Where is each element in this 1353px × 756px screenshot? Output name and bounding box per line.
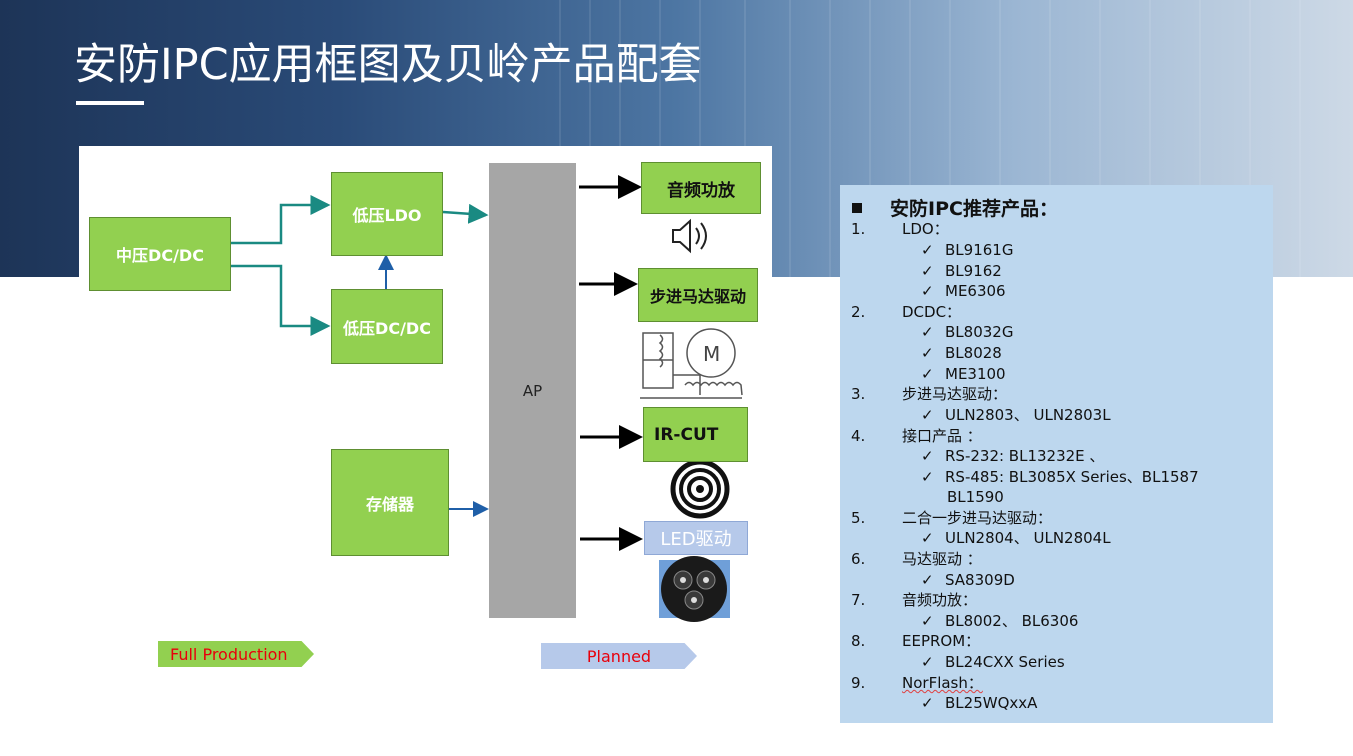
panel-heading-text: 安防IPC推荐产品： (890, 198, 1058, 220)
check-icon: ✓ (921, 612, 934, 630)
motor-schematic-icon (640, 328, 743, 399)
check-icon: ✓ (921, 447, 934, 465)
category-number: 5. (851, 509, 866, 527)
product-item: BL8028 (945, 344, 1002, 362)
category-name: 二合一步进马达驱动： (902, 509, 1053, 527)
product-item: ULN2804、 ULN2804L (945, 529, 1111, 547)
category-number: 2. (851, 303, 866, 321)
low-voltage-dcdc-box: 低压DC/DC (331, 289, 443, 364)
low-voltage-ldo-box: 低压LDO (331, 172, 443, 256)
product-item: RS-485: BL3085X Series、BL1587 (945, 468, 1199, 486)
mid-voltage-dcdc-box: 中压DC/DC (89, 217, 231, 291)
product-item: BL8002、 BL6306 (945, 612, 1079, 630)
panel-heading: 安防IPC推荐产品： (852, 194, 1058, 221)
square-bullet-icon (852, 203, 862, 213)
product-item: ME6306 (945, 282, 1006, 300)
legend-full-production: Full Production (158, 641, 314, 667)
led-module-icon (659, 556, 730, 622)
check-icon: ✓ (921, 365, 934, 383)
ir-cut-spiral-icon (670, 459, 730, 519)
product-item: RS-232: BL13232E 、 (945, 447, 1105, 465)
product-item: BL1590 (947, 488, 1004, 506)
product-item: BL25WQxxA (945, 694, 1038, 712)
product-item: BL9161G (945, 241, 1014, 259)
category-number: 1. (851, 220, 866, 238)
check-icon: ✓ (921, 262, 934, 280)
category-number: 9. (851, 674, 866, 692)
category-number: 7. (851, 591, 866, 609)
check-icon: ✓ (921, 282, 934, 300)
category-name: 音频功放： (902, 591, 978, 609)
ir-cut-box: IR-CUT (643, 407, 748, 462)
check-icon: ✓ (921, 406, 934, 424)
category-number: 6. (851, 550, 866, 568)
title-underline (76, 101, 144, 105)
check-icon: ✓ (921, 529, 934, 547)
check-icon: ✓ (921, 323, 934, 341)
category-name: DCDC： (902, 303, 962, 321)
stepper-driver-box: 步进马达驱动 (638, 268, 758, 322)
ap-processor-block: AP (489, 163, 576, 618)
category-number: 3. (851, 385, 866, 403)
product-item: ULN2803、 ULN2803L (945, 406, 1111, 424)
check-icon: ✓ (921, 571, 934, 589)
product-item: ME3100 (945, 365, 1006, 383)
category-name: EEPROM： (902, 632, 981, 650)
category-name: 步进马达驱动： (902, 385, 1008, 403)
speaker-icon (672, 218, 707, 254)
product-item: BL24CXX Series (945, 653, 1065, 671)
product-item: BL9162 (945, 262, 1002, 280)
check-icon: ✓ (921, 653, 934, 671)
page-title: 安防IPC应用框图及贝岭产品配套 (74, 40, 702, 90)
category-name: NorFlash： (902, 674, 983, 692)
product-item: BL8032G (945, 323, 1014, 341)
legend-planned: Planned (541, 643, 697, 669)
audio-amp-box: 音频功放 (641, 162, 761, 214)
category-number: 4. (851, 427, 866, 445)
category-name: LDO： (902, 220, 949, 238)
arrow-ldo-to-ap (442, 203, 489, 224)
category-number: 8. (851, 632, 866, 650)
check-icon: ✓ (921, 468, 934, 486)
storage-box: 存储器 (331, 449, 449, 556)
check-icon: ✓ (921, 241, 934, 259)
recommended-products-panel (840, 185, 1273, 723)
check-icon: ✓ (921, 694, 934, 712)
category-name: 马达驱动 ： (902, 550, 982, 568)
arrow-mid-to-ldo (231, 195, 331, 245)
category-name: 接口产品 ： (902, 427, 982, 445)
check-icon: ✓ (921, 344, 934, 362)
product-item: SA8309D (945, 571, 1015, 589)
motor-label: M (703, 342, 721, 366)
arrow-mid-to-lowdcdc (231, 264, 331, 336)
led-driver-box: LED驱动 (644, 521, 748, 555)
